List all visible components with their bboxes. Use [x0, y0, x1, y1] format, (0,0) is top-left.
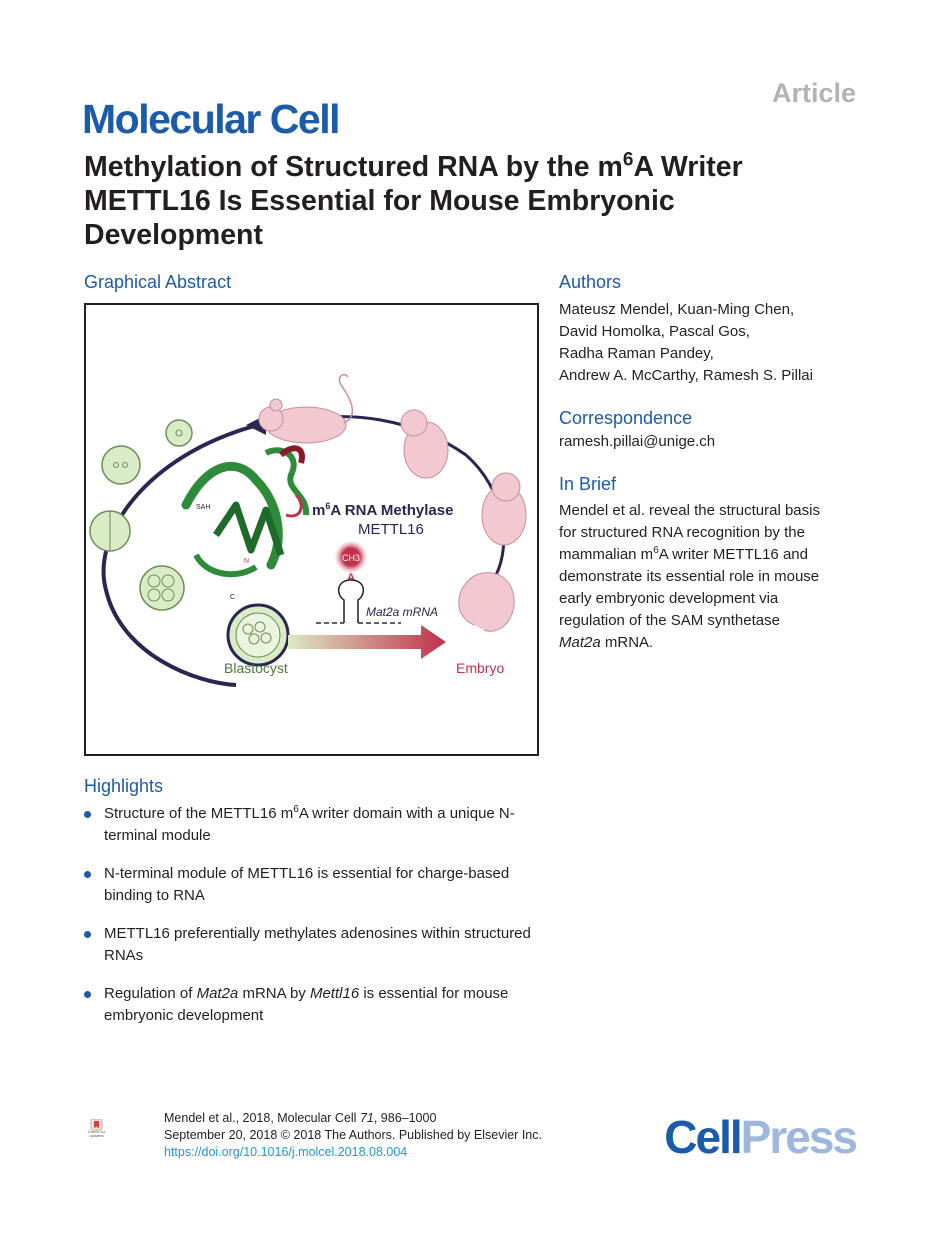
- rna-hairpin: [337, 579, 365, 623]
- in-brief-line: demonstrate its essential role in mouse: [559, 568, 820, 585]
- two-cell-icon: [101, 445, 141, 485]
- correspondence-heading: Correspondence: [559, 408, 693, 428]
- embryo-label: Embryo: [456, 660, 504, 676]
- early-embryo-icon: [458, 572, 515, 632]
- n-terminus-label: N: [244, 558, 249, 565]
- in-brief-line: mammalian m6A writer METTL16 and: [559, 545, 808, 564]
- title-part-2: A Writer METTL16 Is Essential for Mouse …: [84, 151, 743, 251]
- blastocyst-label: Blastocyst: [224, 660, 288, 676]
- paper-title: Methylation of Structured RNA by the m6A…: [84, 150, 844, 252]
- graphical-abstract-heading: Graphical Abstract: [84, 272, 232, 292]
- methylase-label: m6A RNA Methylase: [312, 501, 453, 519]
- in-brief-line: early embryonic development via: [559, 590, 779, 607]
- bullet-icon: [84, 931, 91, 938]
- in-brief-line: regulation of the SAM synthetase: [559, 612, 780, 629]
- newborn-pup-icon: [400, 409, 449, 479]
- authors-line: Mateusz Mendel, Kuan-Ming Chen,: [559, 301, 795, 318]
- mettl16-label: METTL16: [358, 521, 424, 538]
- title-part-1: Methylation of Structured RNA by the m: [84, 151, 623, 183]
- highlight-item: Regulation of Mat2a mRNA by Mettl16 is e…: [84, 983, 544, 1027]
- in-brief-line: Mendel et al. reveal the structural basi…: [559, 502, 820, 519]
- title-superscript: 6: [622, 149, 634, 171]
- sah-label: SAH: [196, 504, 210, 511]
- journal-name: Molecular Cell: [82, 96, 340, 142]
- authors-line: Andrew A. McCarthy, Ramesh S. Pillai: [559, 367, 813, 384]
- in-brief-line: for structured RNA recognition by the: [559, 524, 805, 541]
- in-brief-text: Mendel et al. reveal the structural basi…: [559, 500, 859, 654]
- citation-line: Mendel et al., 2018, Molecular Cell 71, …: [164, 1111, 437, 1125]
- doi-link[interactable]: https://doi.org/10.1016/j.molcel.2018.08…: [164, 1145, 408, 1159]
- adenosine-label: A: [347, 572, 355, 584]
- life-cycle-arc: [101, 423, 259, 687]
- graphical-abstract-figure: SAH N C m6A RNA Methylase METTL16 CH3 A …: [84, 303, 539, 756]
- morula-icon: [139, 565, 185, 611]
- graphical-abstract-svg: SAH N C m6A RNA Methylase METTL16 CH3 A …: [89, 373, 527, 687]
- c-terminus-label: C: [230, 594, 235, 601]
- in-brief-line: Mat2a mRNA.: [559, 634, 654, 651]
- highlight-item: Structure of the METTL16 m6A writer doma…: [84, 803, 544, 847]
- mat2a-mrna-label: Mat2a mRNA: [366, 605, 438, 619]
- highlights-list: Structure of the METTL16 m6A writer doma…: [84, 803, 544, 1043]
- authors-list: Mateusz Mendel, Kuan-Ming Chen, David Ho…: [559, 299, 813, 387]
- cellpress-logo: CellPress: [664, 1111, 858, 1163]
- four-cell-icon: [89, 510, 131, 552]
- correspondence-email[interactable]: ramesh.pillai@unige.ch: [559, 433, 716, 450]
- late-embryo-icon: [481, 472, 527, 546]
- updates-badge-label: Check for updates: [87, 1129, 106, 1138]
- blastocyst-icon: [226, 603, 290, 667]
- article-type-label: Article: [771, 78, 856, 108]
- check-for-updates-badge[interactable]: Check for updates: [84, 1118, 109, 1146]
- authors-heading: Authors: [559, 272, 622, 292]
- authors-line: David Homolka, Pascal Gos,: [559, 323, 750, 340]
- highlight-item: N-terminal module of METTL16 is essentia…: [84, 863, 544, 907]
- adult-mouse-icon: [258, 373, 354, 444]
- citation-footer: Mendel et al., 2018, Molecular Cell 71, …: [164, 1110, 542, 1161]
- ch3-label: CH3: [342, 553, 360, 563]
- zygote-cell-icon: [165, 419, 193, 447]
- development-arrow: [288, 625, 446, 659]
- bullet-icon: [84, 991, 91, 998]
- bullet-icon: [84, 871, 91, 878]
- bullet-icon: [84, 811, 91, 818]
- mettl16-protein-structure: [181, 445, 310, 578]
- bookmark-icon: [90, 1118, 103, 1131]
- highlights-heading: Highlights: [84, 776, 164, 796]
- authors-line: Radha Raman Pandey,: [559, 345, 714, 362]
- highlight-item: METTL16 preferentially methylates adenos…: [84, 923, 544, 967]
- methyl-group-glow: [335, 541, 367, 573]
- copyright-line: September 20, 2018 © 2018 The Authors. P…: [164, 1128, 542, 1142]
- in-brief-heading: In Brief: [559, 474, 617, 494]
